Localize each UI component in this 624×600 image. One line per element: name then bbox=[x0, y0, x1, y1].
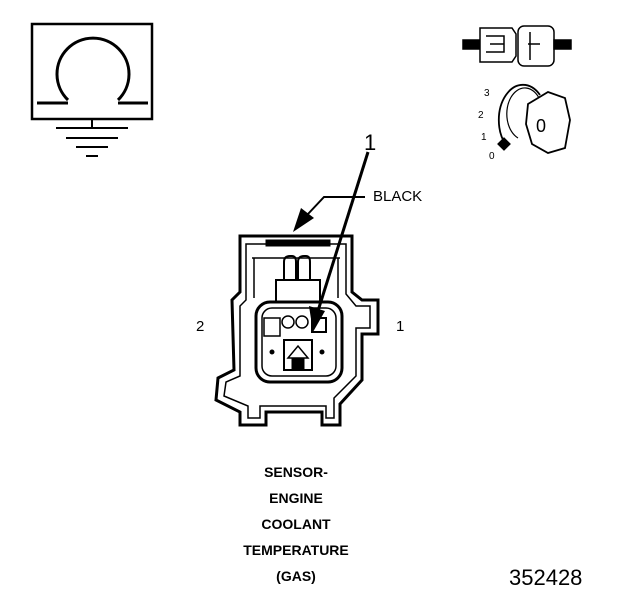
color-label: BLACK bbox=[373, 188, 423, 205]
key-position-0: 0 bbox=[489, 151, 495, 162]
key-position-3: 3 bbox=[484, 88, 490, 99]
caption-line-3: COOLANT bbox=[261, 516, 331, 532]
key-position-2: 2 bbox=[478, 110, 484, 121]
pin-label-right: 1 bbox=[396, 318, 405, 335]
key-position-1: 1 bbox=[481, 132, 487, 143]
pin-label-left: 2 bbox=[196, 318, 205, 335]
connector-plug-icon bbox=[462, 25, 572, 67]
key-symbol: 0 bbox=[536, 116, 547, 136]
caption-line-1: SENSOR- bbox=[264, 464, 328, 480]
caption-line-5: (GAS) bbox=[276, 568, 316, 584]
ohm-meter-ground-icon bbox=[30, 22, 154, 157]
figure-number: 352428 bbox=[509, 565, 583, 590]
caption-line-2: ENGINE bbox=[269, 490, 323, 506]
caption-line-4: TEMPERATURE bbox=[243, 542, 349, 558]
connector-face bbox=[214, 234, 380, 427]
color-leader-arrow bbox=[293, 196, 365, 232]
callout-number: 1 bbox=[364, 130, 377, 155]
ignition-key-icon bbox=[497, 83, 571, 154]
callout-leader-arrow bbox=[309, 151, 370, 332]
